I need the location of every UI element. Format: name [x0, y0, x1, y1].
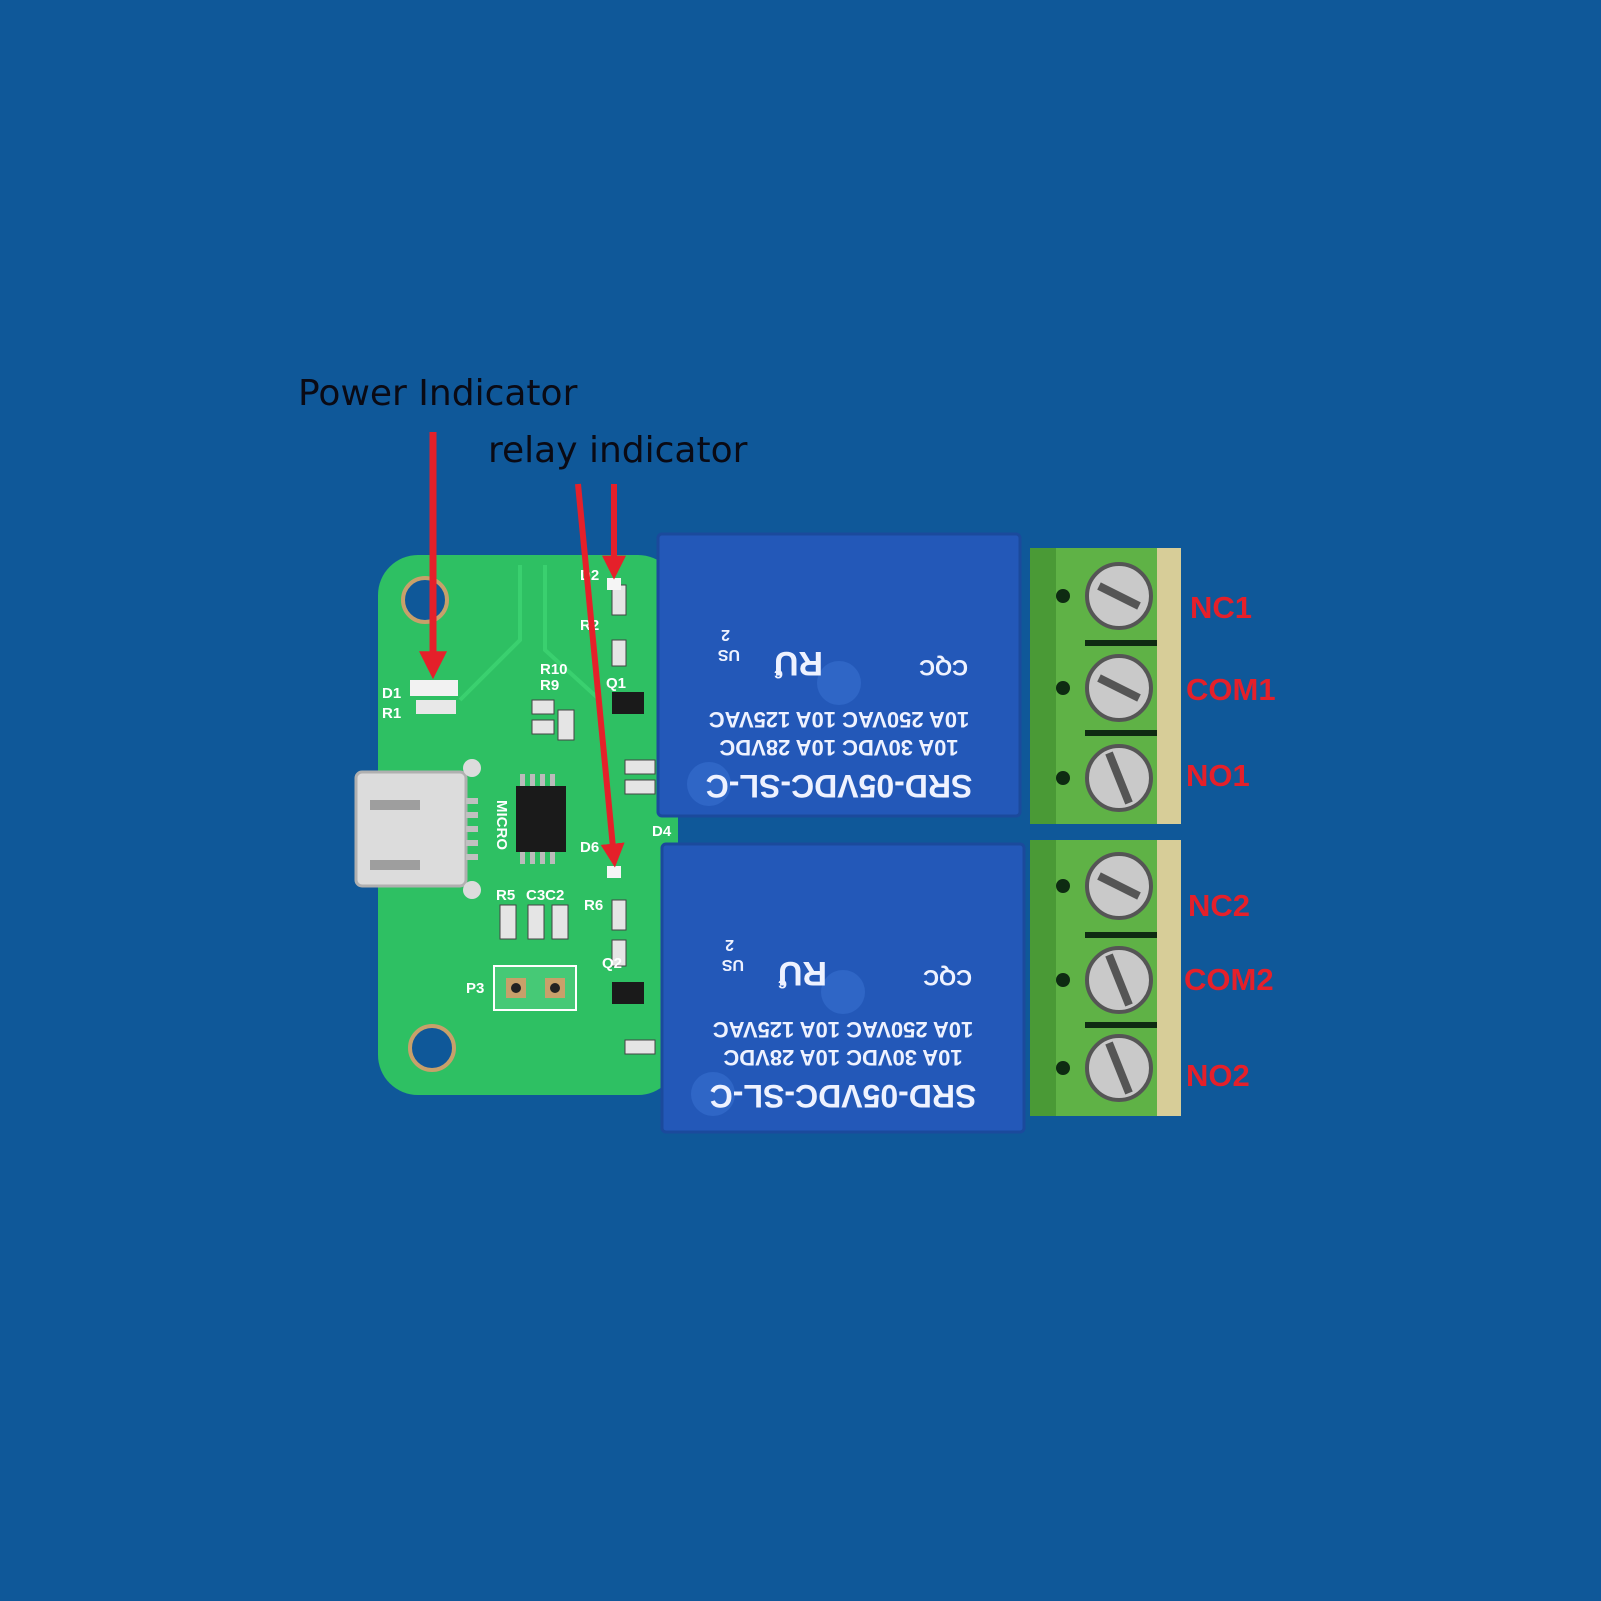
relay-2-model: SRD-05VDC-SL-C: [710, 1078, 977, 1114]
silk-r6: R6: [584, 897, 603, 914]
ic-chip: [516, 786, 566, 852]
relay-2-ul-us: US: [721, 956, 744, 973]
screw-com2: [1085, 946, 1153, 1014]
relay-2-ul-c: c: [778, 976, 787, 993]
relay-1: SRD-05VDC-SL-C 10A 30VDC 10A 28VDC 10A 2…: [656, 532, 1022, 818]
screw-nc2: [1085, 852, 1153, 920]
screw-nc1: [1085, 562, 1153, 630]
transistor-q1: [612, 692, 644, 714]
terminal-label-no1: NO1: [1186, 758, 1250, 793]
relay-1-rating-ac: 10A 250VAC 10A 125VAC: [709, 707, 970, 732]
terminal-block-2: [1030, 840, 1181, 1116]
terminal-label-com2: COM2: [1184, 962, 1274, 997]
relay-1-ul-c: c: [774, 666, 783, 683]
silk-q1: Q1: [606, 675, 626, 692]
silk-q2: Q2: [602, 955, 622, 972]
terminal-label-no2: NO2: [1186, 1058, 1250, 1093]
silk-c3c2: C3C2: [526, 887, 564, 904]
silk-r9: R9: [540, 677, 559, 694]
relay-2-rating-dc: 10A 30VDC 10A 28VDC: [723, 1045, 962, 1070]
relay-1-rating-dc: 10A 30VDC 10A 28VDC: [719, 735, 958, 760]
relay-2-cert: CQC: [923, 965, 972, 990]
terminal-label-com1: COM1: [1186, 672, 1276, 707]
relay-1-cert: CQC: [919, 655, 968, 680]
silk-r5: R5: [496, 887, 515, 904]
arrow-relay-indicator-2: [575, 483, 625, 868]
terminal-label-nc2: NC2: [1188, 888, 1251, 923]
screw-no1: [1085, 744, 1153, 812]
silk-r10: R10: [540, 661, 568, 678]
relay2-led: [607, 866, 621, 878]
mounting-hole: [401, 576, 449, 624]
silk-p3: P3: [466, 980, 484, 997]
power-indicator-label: Power Indicator: [298, 373, 578, 414]
terminal-label-nc1: NC1: [1190, 590, 1253, 625]
silk-micro: MICRO: [493, 800, 510, 850]
relay-2: SRD-05VDC-SL-C 10A 30VDC 10A 28VDC 10A 2…: [660, 842, 1026, 1134]
screw-com1: [1085, 654, 1153, 722]
silk-d1: D1: [382, 685, 401, 702]
relay-2-pin: 2: [725, 936, 734, 953]
relay-indicator-label: relay indicator: [488, 430, 748, 471]
transistor-q2: [612, 982, 644, 1004]
screw-no2: [1085, 1034, 1153, 1102]
relay-2-rating-ac: 10A 250VAC 10A 125VAC: [713, 1017, 974, 1042]
relay-1-ul-us: US: [717, 646, 740, 663]
relay-2-ul-mark: RU: [778, 954, 827, 992]
silk-d4: D4: [652, 823, 672, 840]
relay-1-pin: 2: [721, 626, 730, 643]
relay-1-model: SRD-05VDC-SL-C: [706, 768, 973, 804]
power-led: [410, 680, 458, 696]
terminal-block-1: [1030, 548, 1181, 824]
silk-r1: R1: [382, 705, 401, 722]
silk-d6: D6: [580, 839, 599, 856]
relay-1-ul-mark: RU: [774, 644, 823, 682]
relay1-led: [607, 578, 621, 590]
mounting-hole: [408, 1024, 456, 1072]
